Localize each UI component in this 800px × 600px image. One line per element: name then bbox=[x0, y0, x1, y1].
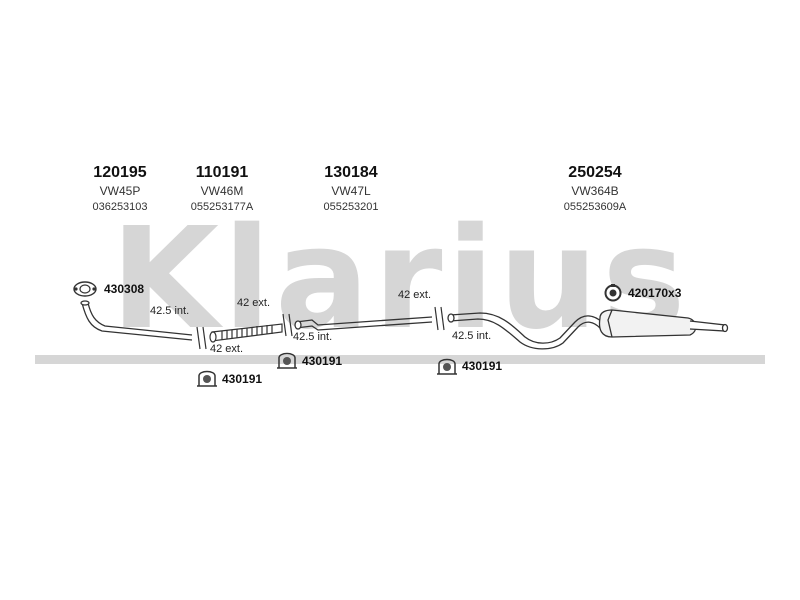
watermark-text: Klarius bbox=[110, 198, 690, 361]
part-header-middle-pipe: 130184 VW47L 055253201 bbox=[281, 163, 421, 215]
part-code: VW364B bbox=[571, 184, 619, 198]
rear-pipe bbox=[447, 312, 603, 350]
front-pipe bbox=[80, 300, 193, 341]
clamp-label: 420170x3 bbox=[628, 286, 682, 300]
rubber-mount-icon bbox=[277, 352, 297, 369]
clamp-label: 430191 bbox=[462, 359, 503, 373]
joint-dimension: 42.5 int. bbox=[150, 305, 190, 317]
joint-marker bbox=[434, 306, 445, 331]
joint-dimension: 42.5 int. bbox=[452, 330, 492, 342]
part-number: 250254 bbox=[568, 164, 622, 181]
gasket-icon bbox=[73, 281, 97, 297]
clamp-label: 430308 bbox=[104, 282, 145, 296]
rear-silencer bbox=[598, 309, 729, 338]
ring-clamp-icon bbox=[604, 284, 622, 302]
joint-marker bbox=[282, 313, 293, 337]
part-oem-number: 055253201 bbox=[323, 201, 379, 213]
part-code: VW45P bbox=[99, 184, 141, 198]
joint-dimension: 42 ext. bbox=[237, 297, 271, 309]
joint-marker bbox=[196, 326, 207, 350]
clamp-label: 430191 bbox=[222, 372, 263, 386]
part-oem-number: 036253103 bbox=[92, 201, 148, 213]
watermark-underline bbox=[35, 355, 765, 364]
joint-dimension: 42 ext. bbox=[210, 343, 244, 355]
part-number: 130184 bbox=[324, 164, 378, 181]
part-header-flexible-pipe: 110191 VW46M 055253177A bbox=[152, 163, 292, 215]
part-code: VW46M bbox=[200, 184, 244, 198]
part-oem-number: 055253609A bbox=[563, 201, 627, 213]
part-number: 110191 bbox=[195, 164, 249, 181]
flexible-pipe bbox=[209, 323, 283, 343]
brand-watermark: Klarius bbox=[30, 198, 770, 364]
middle-pipe bbox=[294, 316, 433, 331]
part-code: VW47L bbox=[331, 184, 371, 198]
joint-dimension: 42 ext. bbox=[398, 289, 432, 301]
part-number: 120195 bbox=[93, 164, 147, 181]
part-header-rear-silencer: 250254 VW364B 055253609A bbox=[525, 163, 665, 215]
clamp-label: 430191 bbox=[302, 354, 343, 368]
rubber-mount-icon bbox=[197, 370, 217, 387]
joint-dimension: 42.5 int. bbox=[293, 331, 333, 343]
rubber-mount-icon bbox=[437, 358, 457, 375]
part-header-front-pipe: 120195 VW45P 036253103 bbox=[50, 163, 190, 215]
part-oem-number: 055253177A bbox=[190, 201, 254, 213]
